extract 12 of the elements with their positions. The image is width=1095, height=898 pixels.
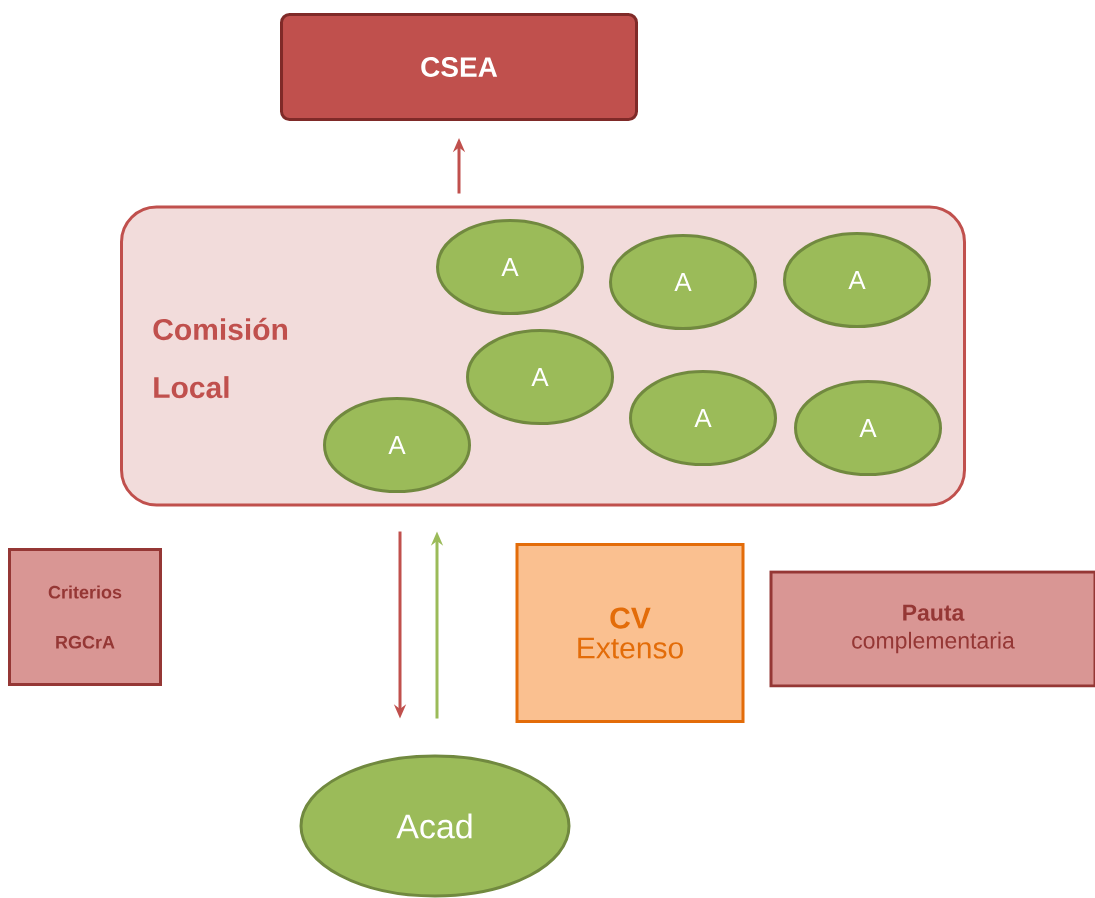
ellipse-node: A xyxy=(436,219,584,315)
ellipse-node: A xyxy=(794,380,942,476)
ellipse-node: A xyxy=(609,234,757,330)
cv-box: CV Extenso xyxy=(515,543,745,723)
guideline-box: Pauta complementaria xyxy=(769,570,1095,688)
ellipse-node: A xyxy=(629,370,777,466)
ellipse-node: A xyxy=(323,397,471,493)
ellipse-node: A xyxy=(783,232,931,328)
ellipse-node: Acad xyxy=(299,754,571,898)
criteria-box: Criterios RGCrA xyxy=(8,548,162,686)
csea-box: CSEA xyxy=(280,13,638,121)
ellipse-node: A xyxy=(466,329,614,425)
